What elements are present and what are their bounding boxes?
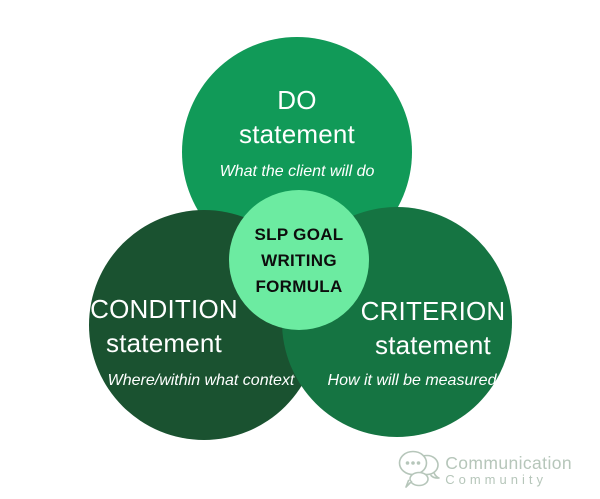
communication-community-logo: Communication Community <box>397 448 572 492</box>
do-subtitle: What the client will do <box>219 163 375 180</box>
chat-bubbles-icon <box>397 448 443 492</box>
do-title: DO statement <box>239 85 355 149</box>
condition-subtitle: Where/within what context <box>107 372 295 389</box>
logo-line2: Community <box>445 471 547 487</box>
criterion-subtitle: How it will be measured <box>327 372 497 389</box>
logo-line1: Communication <box>445 452 572 473</box>
criterion-title: CRITERION statement <box>360 296 506 360</box>
logo-text: Communication Community <box>445 452 572 487</box>
center-circle <box>229 190 369 330</box>
center-formula-title: SLP GOAL WRITING FORMULA <box>254 225 344 296</box>
condition-title: CONDITION statement <box>90 294 238 358</box>
